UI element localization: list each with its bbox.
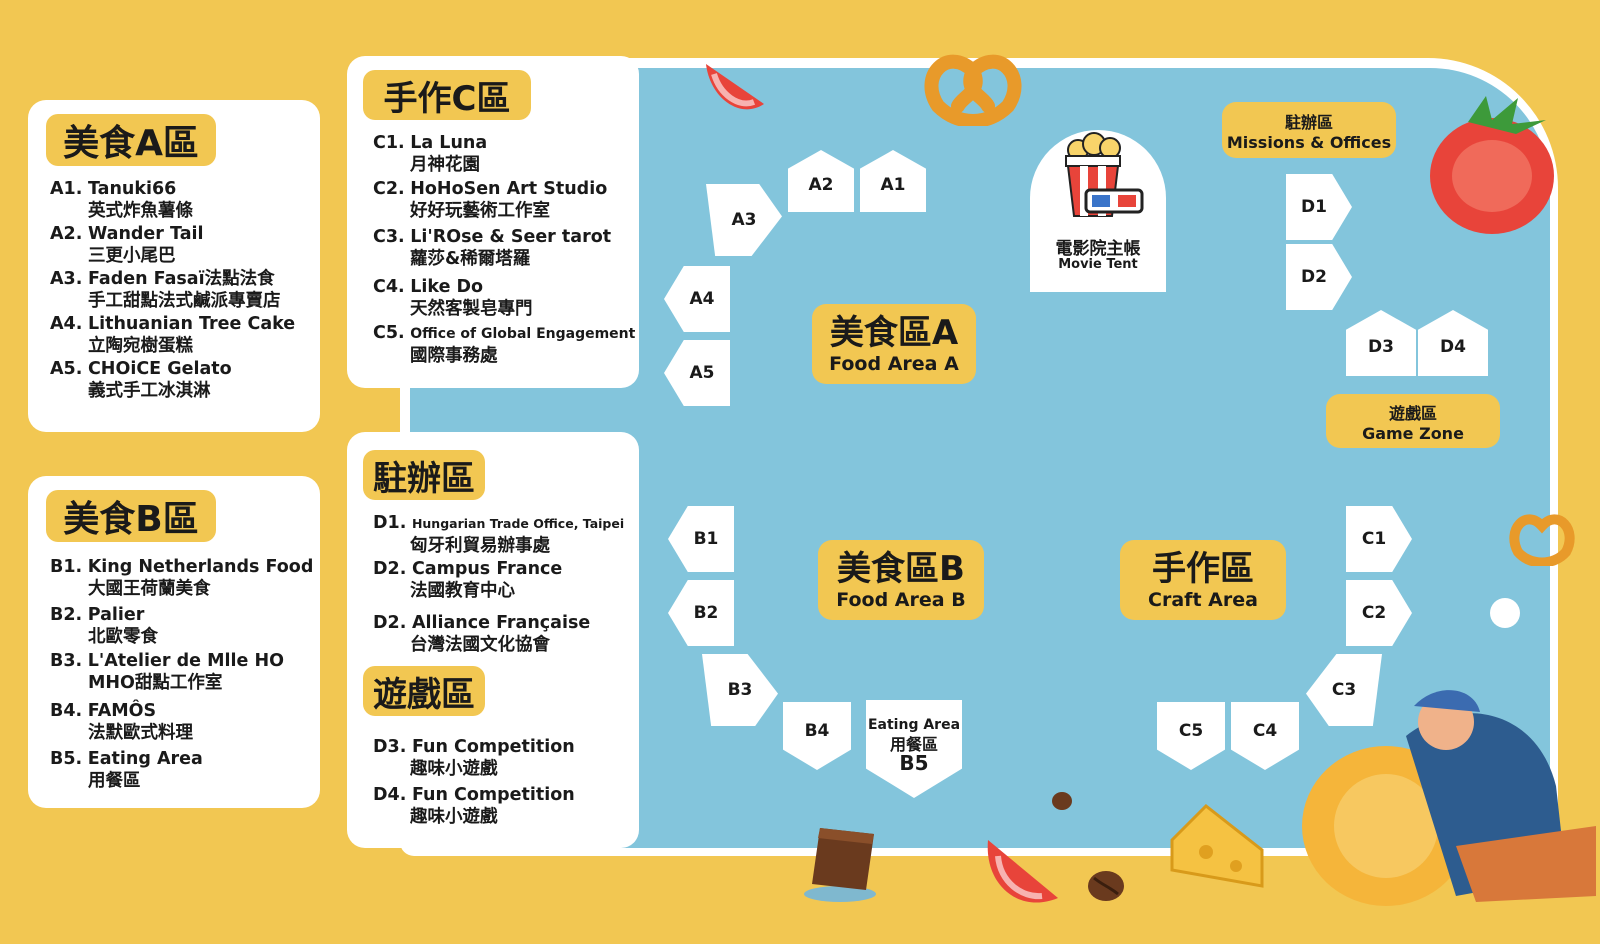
tomato-icon xyxy=(1430,96,1554,234)
legend-title-food-a: 美食A區 xyxy=(46,114,216,166)
legend-title-craft-c: 手作C區 xyxy=(363,70,531,120)
tomato-icon xyxy=(706,64,764,110)
movie-tent[interactable]: 電影院主帳 Movie Tent xyxy=(1030,130,1166,292)
pretzel-icon xyxy=(924,54,1022,126)
pretzel-icon xyxy=(1509,514,1575,566)
zone-food-area-a: 美食區A Food Area A xyxy=(812,304,976,384)
cheese-icon xyxy=(1170,803,1264,888)
decorative-dot xyxy=(1490,598,1520,628)
legend-title-food-b: 美食B區 xyxy=(46,490,216,542)
movie-tent-label-en: Movie Tent xyxy=(1058,257,1138,272)
legend-title-game: 遊戲區 xyxy=(363,666,485,716)
coffee-bean-icon xyxy=(1052,792,1072,810)
3d-glasses-icon xyxy=(1084,188,1144,214)
zone-game: 遊戲區 Game Zone xyxy=(1326,394,1500,448)
zone-food-area-b: 美食區B Food Area B xyxy=(818,540,984,620)
zone-missions: 駐辦區 Missions & Offices xyxy=(1222,102,1396,158)
legend-item-a3[interactable]: A3. Faden Fasaï法點法食手工甜點法式鹹派專賣店 xyxy=(50,269,281,311)
movie-tent-label-zh: 電影院主帳 xyxy=(1055,239,1141,259)
tomato-icon xyxy=(987,840,1058,903)
canele-icon xyxy=(804,828,876,902)
legend-title-missions: 駐辦區 xyxy=(363,450,485,500)
coffee-bean-icon xyxy=(1088,871,1124,901)
zone-craft-area: 手作區 Craft Area xyxy=(1120,540,1286,620)
cheese-wheel-mascot-icon xyxy=(1302,690,1596,906)
